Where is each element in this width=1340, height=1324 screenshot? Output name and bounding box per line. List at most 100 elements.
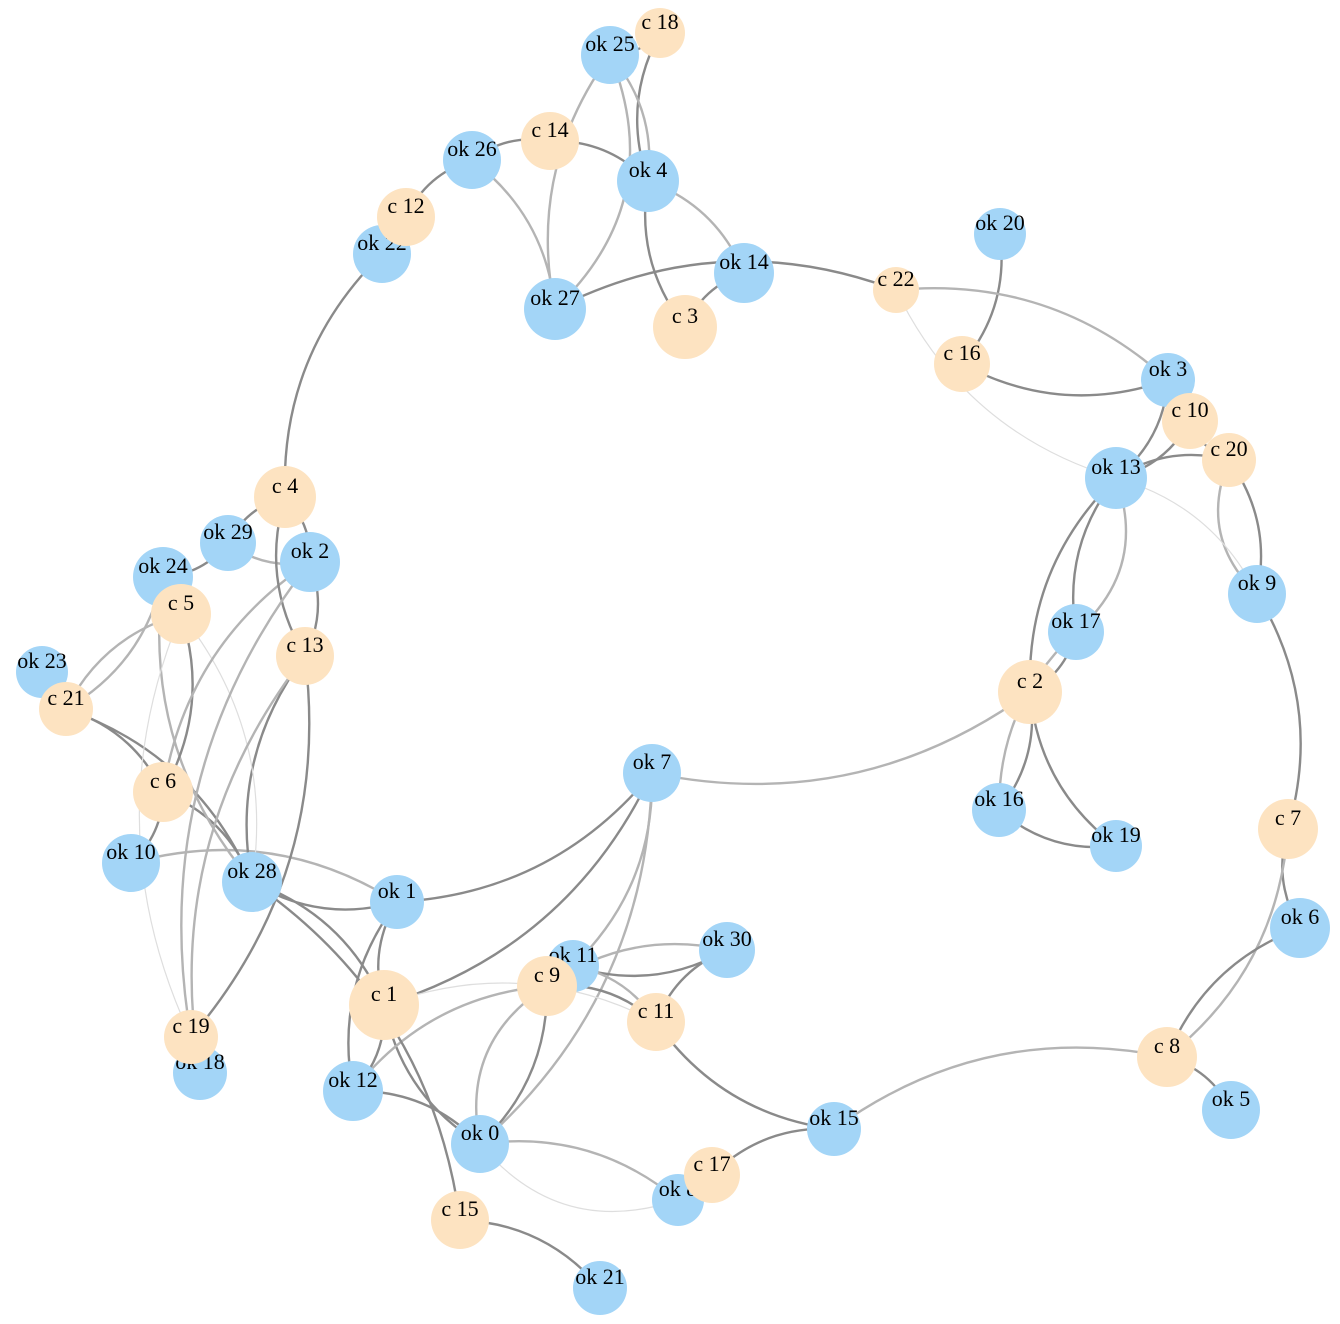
node-circle-c13[interactable]	[276, 627, 334, 685]
node-circle-c7[interactable]	[1258, 799, 1318, 859]
node-circle-c22[interactable]	[873, 267, 919, 313]
node-circle-ok0[interactable]	[451, 1115, 509, 1173]
node-ok6[interactable]: ok 6	[1270, 898, 1330, 958]
node-ok5[interactable]: ok 5	[1202, 1081, 1260, 1139]
node-c15[interactable]: c 15	[431, 1191, 489, 1249]
node-ok30[interactable]: ok 30	[699, 922, 755, 978]
node-circle-ok29[interactable]	[200, 515, 256, 571]
node-c18[interactable]: c 18	[635, 8, 685, 58]
node-c7[interactable]: c 7	[1258, 799, 1318, 859]
node-circle-ok19[interactable]	[1090, 820, 1142, 872]
node-c14[interactable]: c 14	[521, 112, 579, 170]
node-circle-c11[interactable]	[627, 993, 685, 1051]
node-c19[interactable]: c 19	[164, 1010, 218, 1064]
node-circle-c3[interactable]	[653, 295, 717, 359]
node-circle-ok12[interactable]	[323, 1061, 383, 1121]
node-circle-ok13[interactable]	[1085, 447, 1147, 509]
node-circle-ok28[interactable]	[222, 852, 282, 912]
node-c16[interactable]: c 16	[934, 336, 990, 392]
edge-c6-ok2	[161, 560, 312, 794]
node-circle-c10[interactable]	[1162, 393, 1218, 449]
node-circle-c5[interactable]	[151, 584, 211, 644]
node-c11[interactable]: c 11	[627, 993, 685, 1051]
node-circle-ok25[interactable]	[581, 26, 639, 84]
node-ok2[interactable]: ok 2	[280, 532, 340, 592]
node-circle-c2[interactable]	[998, 660, 1062, 724]
node-ok28[interactable]: ok 28	[222, 852, 282, 912]
node-ok12[interactable]: ok 12	[323, 1061, 383, 1121]
node-ok1[interactable]: ok 1	[370, 875, 424, 929]
node-circle-c15[interactable]	[431, 1191, 489, 1249]
node-ok20[interactable]: ok 20	[974, 208, 1026, 260]
node-c10[interactable]: c 10	[1162, 393, 1218, 449]
edge-layer	[40, 31, 1302, 1290]
node-circle-c18[interactable]	[635, 8, 685, 58]
node-circle-ok5[interactable]	[1202, 1081, 1260, 1139]
node-circle-c14[interactable]	[521, 112, 579, 170]
node-circle-ok20[interactable]	[974, 208, 1026, 260]
node-ok27[interactable]: ok 27	[524, 278, 586, 340]
node-c6[interactable]: c 6	[133, 762, 193, 822]
edge-ok25-ok27	[546, 53, 612, 311]
node-c21[interactable]: c 21	[39, 682, 93, 736]
node-circle-ok15[interactable]	[807, 1102, 861, 1156]
node-circle-c1[interactable]	[349, 970, 419, 1040]
node-circle-c16[interactable]	[934, 336, 990, 392]
node-circle-c17[interactable]	[684, 1147, 740, 1203]
node-ok17[interactable]: ok 17	[1048, 604, 1104, 660]
node-ok26[interactable]: ok 26	[443, 131, 501, 189]
node-ok29[interactable]: ok 29	[200, 515, 256, 571]
node-circle-ok9[interactable]	[1228, 565, 1286, 623]
node-circle-ok16[interactable]	[972, 783, 1026, 837]
node-c5[interactable]: c 5	[151, 584, 211, 644]
node-circle-ok21[interactable]	[573, 1261, 627, 1315]
node-c4[interactable]: c 4	[254, 466, 316, 528]
edge-ok7-ok11	[571, 771, 654, 968]
node-circle-ok14[interactable]	[714, 243, 774, 303]
node-circle-ok3[interactable]	[1141, 353, 1195, 407]
node-circle-ok7[interactable]	[623, 744, 681, 802]
node-circle-ok17[interactable]	[1048, 604, 1104, 660]
node-circle-c21[interactable]	[39, 682, 93, 736]
node-circle-ok2[interactable]	[280, 532, 340, 592]
node-ok19[interactable]: ok 19	[1090, 820, 1142, 872]
node-c22[interactable]: c 22	[873, 266, 919, 313]
node-circle-c4[interactable]	[254, 466, 316, 528]
node-ok9[interactable]: ok 9	[1228, 565, 1286, 623]
node-circle-ok1[interactable]	[370, 875, 424, 929]
node-circle-ok30[interactable]	[699, 922, 755, 978]
node-circle-c8[interactable]	[1137, 1027, 1197, 1087]
node-circle-ok27[interactable]	[524, 278, 586, 340]
node-ok13[interactable]: ok 13	[1085, 447, 1147, 509]
node-ok0[interactable]: ok 0	[451, 1115, 509, 1173]
node-ok10[interactable]: ok 10	[102, 834, 160, 892]
node-c12[interactable]: c 12	[377, 188, 435, 246]
node-circle-c9[interactable]	[517, 956, 577, 1016]
node-c13[interactable]: c 13	[276, 627, 334, 685]
node-ok7[interactable]: ok 7	[623, 744, 681, 802]
node-ok4[interactable]: ok 4	[617, 150, 679, 212]
node-c20[interactable]: c 20	[1202, 433, 1256, 487]
node-circle-ok10[interactable]	[102, 834, 160, 892]
node-circle-c20[interactable]	[1202, 433, 1256, 487]
edge-c22-ok3	[894, 286, 1170, 382]
node-ok25[interactable]: ok 25	[581, 26, 639, 84]
node-c2[interactable]: c 2	[998, 660, 1062, 724]
node-circle-c19[interactable]	[164, 1010, 218, 1064]
node-c8[interactable]: c 8	[1137, 1027, 1197, 1087]
node-c9[interactable]: c 9	[517, 956, 577, 1016]
node-circle-ok4[interactable]	[617, 150, 679, 212]
node-ok15[interactable]: ok 15	[807, 1102, 861, 1156]
node-ok16[interactable]: ok 16	[972, 783, 1026, 837]
node-ok21[interactable]: ok 21	[573, 1261, 627, 1315]
node-ok3[interactable]: ok 3	[1141, 353, 1195, 407]
node-c1[interactable]: c 1	[349, 970, 419, 1040]
node-c3[interactable]: c 3	[653, 295, 717, 359]
node-circle-c12[interactable]	[377, 188, 435, 246]
node-circle-ok6[interactable]	[1270, 898, 1330, 958]
node-circle-ok26[interactable]	[443, 131, 501, 189]
node-circle-c6[interactable]	[133, 762, 193, 822]
node-c17[interactable]: c 17	[684, 1147, 740, 1203]
node-ok14[interactable]: ok 14	[714, 243, 774, 303]
